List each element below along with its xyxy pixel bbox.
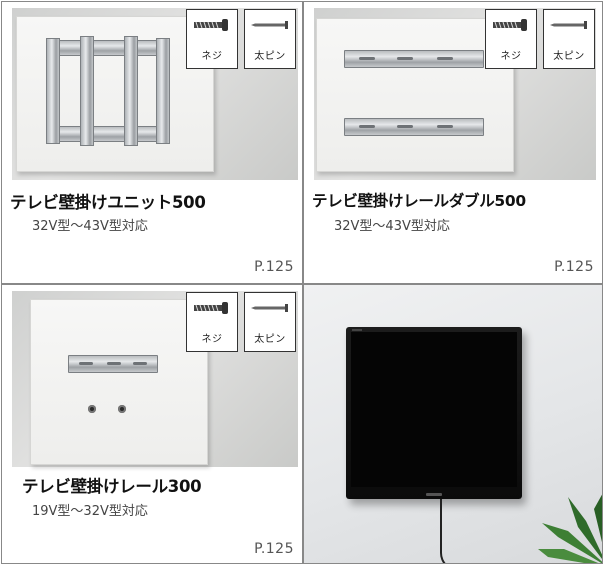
vertical-bracket [124, 36, 138, 146]
product-card-rail-double500[interactable]: ネジ 太ピン テレビ壁掛けレールダブル500 32V型〜43V型対応 P.125 [303, 1, 603, 284]
tv-logo [426, 493, 442, 496]
rail-slot [359, 125, 375, 128]
product-photo-rail-double500 [314, 8, 596, 180]
rail-slot [79, 362, 93, 365]
tv-cable [440, 499, 464, 563]
screw-icon [194, 19, 228, 31]
rail-slot [437, 57, 453, 60]
pin-icon [251, 21, 288, 29]
rail-slot [397, 125, 413, 128]
horizontal-rail [344, 118, 484, 136]
part-label: 太ピン [254, 334, 286, 345]
supported-size: 32V型〜43V型対応 [32, 219, 148, 234]
included-parts: ネジ 太ピン [186, 292, 296, 352]
tv-screen [351, 332, 517, 487]
wall-anchor [118, 405, 126, 413]
rail-slot [107, 362, 121, 365]
pin-icon [251, 304, 288, 312]
page-reference[interactable]: P.125 [554, 259, 594, 275]
tv-brand-mark [352, 329, 362, 331]
vertical-bracket [46, 38, 60, 144]
page-reference[interactable]: P.125 [254, 541, 294, 557]
horizontal-rail [46, 126, 170, 142]
included-parts: ネジ 太ピン [485, 9, 595, 69]
part-screw: ネジ [186, 9, 238, 69]
rail-slot [359, 57, 375, 60]
included-parts: ネジ 太ピン [186, 9, 296, 69]
part-label: ネジ [201, 51, 223, 62]
installed-tv-photo [303, 284, 603, 564]
mounting-board [316, 18, 514, 172]
part-pin: 太ピン [244, 292, 296, 352]
wall-mounted-tv [346, 327, 522, 499]
part-pin: 太ピン [543, 9, 595, 69]
part-label: ネジ [201, 334, 223, 345]
mounting-board [30, 299, 208, 465]
plant-icon [538, 494, 602, 563]
page-reference[interactable]: P.125 [254, 259, 294, 275]
part-pin: 太ピン [244, 9, 296, 69]
part-label: 太ピン [553, 51, 585, 62]
horizontal-rail [68, 355, 158, 373]
supported-size: 19V型〜32V型対応 [32, 504, 148, 519]
horizontal-rail [344, 50, 484, 68]
horizontal-rail [46, 40, 170, 56]
vertical-bracket [80, 36, 94, 146]
screw-icon [194, 302, 228, 314]
part-screw: ネジ [186, 292, 238, 352]
vertical-bracket [156, 38, 170, 144]
part-label: 太ピン [254, 51, 286, 62]
product-title: テレビ壁掛けレールダブル500 [312, 192, 526, 210]
product-card-unit500[interactable]: ネジ 太ピン テレビ壁掛けユニット500 32V型〜43V型対応 P.125 [1, 1, 303, 284]
pin-icon [550, 21, 587, 29]
product-title: テレビ壁掛けユニット500 [10, 193, 206, 212]
screw-icon [493, 19, 527, 31]
supported-size: 32V型〜43V型対応 [334, 219, 450, 234]
rail-slot [133, 362, 147, 365]
wall-anchor [88, 405, 96, 413]
part-screw: ネジ [485, 9, 537, 69]
part-label: ネジ [500, 51, 522, 62]
product-photo-rail300 [12, 291, 298, 467]
rail-slot [397, 57, 413, 60]
product-card-rail300[interactable]: ネジ 太ピン テレビ壁掛けレール300 19V型〜32V型対応 P.125 [1, 284, 303, 564]
product-title: テレビ壁掛けレール300 [22, 477, 202, 496]
rail-slot [437, 125, 453, 128]
